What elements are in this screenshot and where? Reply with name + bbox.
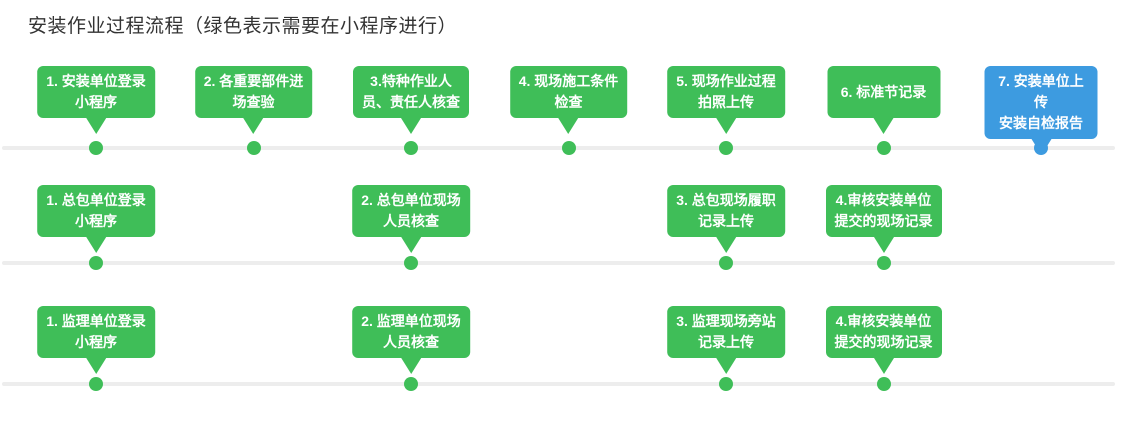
pointer-down-icon: [85, 358, 106, 374]
pointer-down-icon: [715, 358, 736, 374]
flow-step-box: 3. 监理现场旁站 记录上传: [667, 306, 785, 374]
flow-step-label: 3. 总包现场履职 记录上传: [676, 192, 776, 229]
flow-step-box: 2. 总包单位现场 人员核查: [352, 185, 470, 253]
timeline-dot: [89, 141, 103, 155]
pointer-down-icon: [401, 118, 421, 134]
pointer-down-icon: [1031, 139, 1051, 155]
pointer-down-icon: [85, 237, 106, 253]
flow-step-label: 2. 监理单位现场 人员核查: [361, 313, 461, 350]
pointer-down-icon: [873, 118, 894, 134]
flow-step-label: 1. 监理单位登录 小程序: [46, 313, 146, 350]
timeline-dot: [876, 256, 891, 270]
flow-step-box: 1. 总包单位登录 小程序: [37, 185, 155, 253]
pointer-down-icon: [715, 237, 736, 253]
pointer-down-icon: [400, 358, 421, 374]
flow-step-box: 5. 现场作业过程 拍照上传: [667, 66, 785, 134]
flow-step-box: 4.审核安装单位 提交的现场记录: [825, 306, 942, 374]
timeline-dot: [876, 141, 891, 155]
flow-step-box: 2. 各重要部件进 场查验: [194, 66, 313, 134]
pointer-down-icon: [400, 237, 421, 253]
timeline-dot: [404, 256, 418, 270]
flow-step-label: 4.审核安装单位 提交的现场记录: [834, 313, 933, 350]
flow-step-label: 4.审核安装单位 提交的现场记录: [834, 192, 933, 229]
timeline-line: [2, 382, 1115, 386]
timeline-dot: [404, 141, 418, 155]
pointer-down-icon: [558, 118, 579, 134]
timeline-dot: [719, 141, 733, 155]
flow-step-box: 3.特种作业人 员、责任人核查: [353, 66, 469, 134]
page-title: 安装作业过程流程（绿色表示需要在小程序进行）: [28, 16, 458, 37]
flow-step-box: 2. 监理单位现场 人员核查: [352, 306, 470, 374]
timeline-line: [2, 261, 1115, 265]
timeline-dot: [719, 377, 733, 391]
flow-step-box: 4.审核安装单位 提交的现场记录: [825, 185, 942, 253]
flow-step-label: 2. 各重要部件进 场查验: [203, 73, 304, 110]
flow-step-box: 1. 监理单位登录 小程序: [37, 306, 155, 374]
flow-step-label: 1. 安装单位登录 小程序: [46, 73, 146, 110]
timeline-dot: [246, 141, 261, 155]
pointer-down-icon: [873, 358, 894, 374]
flow-step-label: 4. 现场施工条件 检查: [518, 73, 619, 110]
timeline-dot: [719, 256, 733, 270]
flow-step-label: 1. 总包单位登录 小程序: [46, 192, 146, 229]
pointer-down-icon: [715, 118, 736, 134]
timeline-dot: [876, 377, 891, 391]
flow-step-box: 7. 安装单位上传 安装自检报告: [984, 66, 1098, 155]
pointer-down-icon: [85, 118, 106, 134]
timeline-dot: [1034, 141, 1048, 155]
timeline-dot: [561, 141, 576, 155]
pointer-down-icon: [243, 118, 264, 134]
timeline-dot: [89, 377, 103, 391]
flow-step-box: 1. 安装单位登录 小程序: [37, 66, 155, 134]
timeline-dot: [89, 256, 103, 270]
flow-step-label: 3. 监理现场旁站 记录上传: [676, 313, 776, 350]
flow-step-box: 4. 现场施工条件 检查: [509, 66, 628, 134]
flow-step-label: 2. 总包单位现场 人员核查: [361, 192, 461, 229]
flow-step-label: 7. 安装单位上传 安装自检报告: [998, 73, 1084, 131]
pointer-down-icon: [873, 237, 894, 253]
timeline-line: [2, 146, 1115, 150]
flow-step-label: 3.特种作业人 员、责任人核查: [362, 73, 460, 110]
flow-step-box: 3. 总包现场履职 记录上传: [667, 185, 785, 253]
timeline-dot: [404, 377, 418, 391]
flow-step-box: 6. 标准节记录: [827, 66, 940, 134]
flow-step-label: 5. 现场作业过程 拍照上传: [676, 73, 776, 110]
flow-step-label: 6. 标准节记录: [840, 83, 927, 100]
